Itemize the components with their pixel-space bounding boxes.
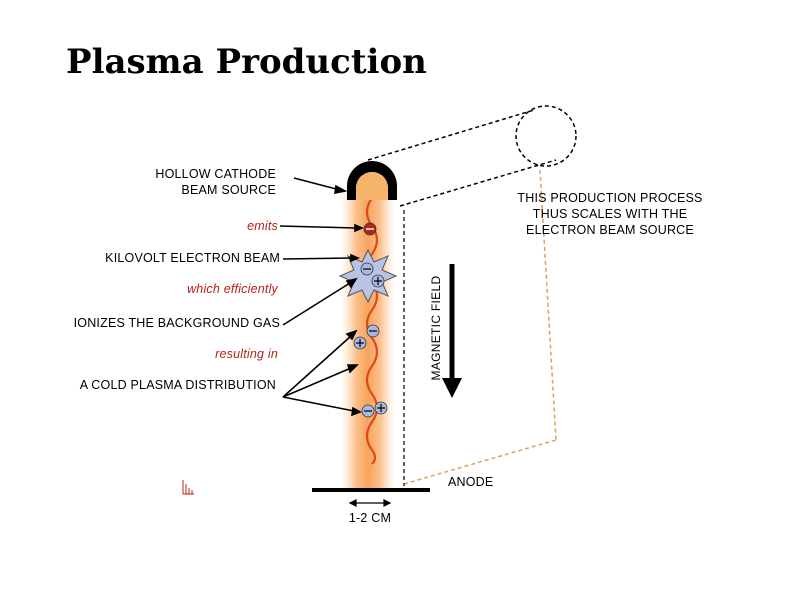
electron-mid-icon [366,324,380,338]
label-which-efficiently: which efficiently [187,282,278,296]
label-width: 1-2 CM [348,511,392,525]
pointer-ionizes [282,282,351,326]
plane-bottom-edge [403,439,557,485]
electron-beam-path [365,197,379,465]
cylinder-bottom-edge [399,159,557,207]
pointer-plasma-2 [282,367,352,398]
plane-right-edge [539,169,557,441]
width-dimension-arrow [348,499,392,507]
label-resulting-in: resulting in [215,347,278,361]
label-hollow-cathode-2: BEAM SOURCE [181,183,276,197]
ionization-spark-icon [338,248,398,304]
pointer-plasma-3 [282,396,355,412]
electron-emitted-icon [363,222,377,236]
label-magnetic-field: MAGNETIC FIELD [429,275,443,381]
ion-low-icon [374,401,388,415]
page-title: Plasma Production [66,42,427,82]
pointer-emits [279,225,357,229]
electron-in-spark-icon [360,262,374,276]
bar-mark-icon [182,480,194,495]
pointer-beam [282,257,353,260]
cylinder-end-circle [515,105,577,167]
pointer-cathode [293,177,341,191]
ion-in-spark-icon [371,274,385,288]
label-process-1: THIS PRODUCTION PROCESS [517,191,703,205]
label-kilovolt-beam: KILOVOLT ELECTRON BEAM [105,251,280,265]
scaling-plane [403,169,557,486]
ion-mid-icon [353,336,367,350]
pointer-plasma-1 [282,335,352,398]
pointer-lines [279,177,365,417]
cylinder-top-edge [367,109,535,161]
label-hollow-cathode-1: HOLLOW CATHODE [155,167,276,181]
electron-low-icon [361,404,375,418]
scaling-cylinder [367,105,577,207]
label-emits: emits [247,219,278,233]
label-anode: ANODE [448,475,494,489]
magnetic-field-arrow-icon [442,264,462,398]
label-ionizes: IONIZES THE BACKGROUND GAS [73,316,280,330]
hollow-cathode [347,161,397,200]
label-process-2: THUS SCALES WITH THE [532,207,688,221]
label-process-3: ELECTRON BEAM SOURCE [526,223,694,237]
label-cold-plasma: A COLD PLASMA DISTRIBUTION [79,378,276,392]
